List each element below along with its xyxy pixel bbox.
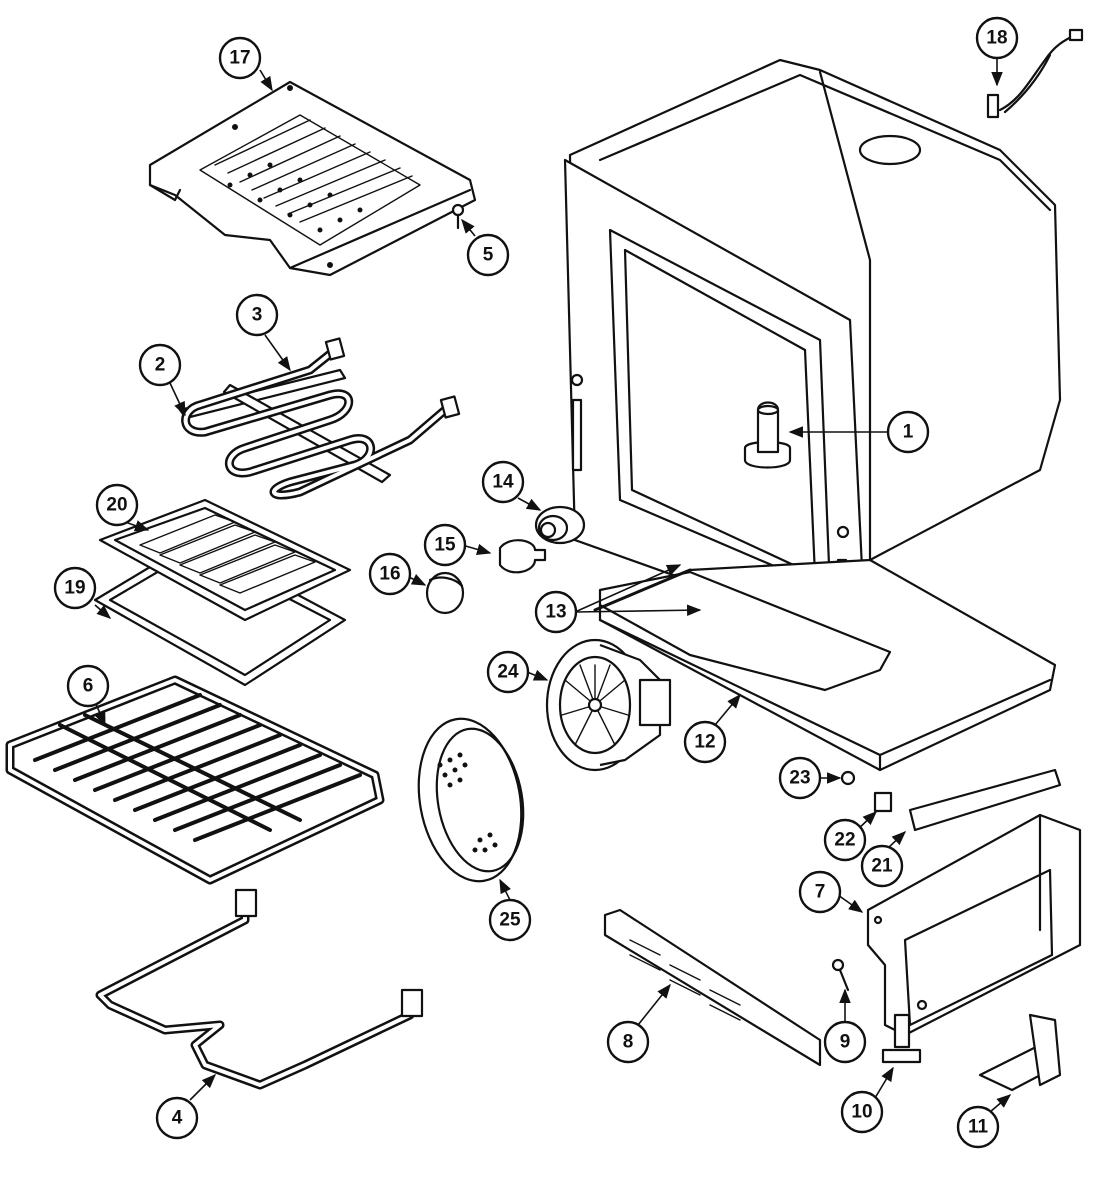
callout-17: 17: [218, 36, 262, 80]
callout-1: 1: [886, 410, 930, 454]
callout-25: 25: [488, 898, 532, 942]
callout-16: 16: [368, 552, 412, 596]
svg-text:17: 17: [229, 48, 250, 69]
svg-text:11: 11: [968, 1117, 989, 1138]
svg-text:15: 15: [434, 535, 456, 556]
svg-text:19: 19: [64, 578, 85, 599]
part-7-lower-frame: [866, 813, 1082, 1037]
svg-text:18: 18: [986, 28, 1007, 49]
svg-text:24: 24: [497, 662, 519, 683]
callout-6: 6: [66, 664, 110, 708]
part-10-leveling-leg: [881, 1013, 922, 1064]
svg-text:16: 16: [379, 564, 400, 585]
part-17-top-broil-plate: [148, 80, 477, 277]
svg-text:10: 10: [851, 1102, 872, 1123]
callout-22: 22: [823, 818, 867, 862]
callout-20: 20: [95, 483, 139, 527]
svg-text:22: 22: [834, 830, 855, 851]
part-3-broil-element: [181, 337, 461, 500]
part-14-lamp-socket: [534, 505, 586, 545]
callout-24: 24: [486, 650, 530, 694]
oven-cavity-body: [563, 58, 1062, 642]
callout-18: 18: [975, 16, 1019, 60]
callout-4: 4: [155, 1096, 199, 1140]
part-18-wire-harness: [986, 28, 1084, 119]
callout-13: 13: [534, 590, 578, 634]
svg-text:6: 6: [83, 676, 94, 697]
svg-text:20: 20: [106, 495, 127, 516]
part-25-fan-cover: [417, 717, 525, 883]
svg-text:25: 25: [499, 910, 521, 931]
svg-text:21: 21: [871, 856, 893, 877]
part-22-clip: [873, 791, 893, 813]
svg-text:3: 3: [252, 305, 263, 326]
part-21-support-bracket: [908, 768, 1062, 832]
part-20-broiler-pan-insert: [98, 498, 352, 622]
callout-14: 14: [481, 460, 525, 504]
part-24-convection-fan: [545, 638, 672, 772]
part-6-oven-rack: [5, 675, 385, 885]
svg-text:2: 2: [155, 355, 166, 376]
svg-text:14: 14: [492, 472, 514, 493]
callout-15: 15: [423, 523, 467, 567]
callout-2: 2: [138, 343, 182, 387]
part-8-toe-kick: [603, 908, 822, 1067]
svg-text:23: 23: [789, 768, 810, 789]
callout-11: 11: [956, 1105, 1000, 1149]
callout-10: 10: [840, 1090, 884, 1134]
callout-5: 5: [466, 233, 510, 277]
callout-12: 12: [683, 720, 727, 764]
svg-text:5: 5: [483, 245, 494, 266]
svg-text:8: 8: [623, 1032, 634, 1053]
callout-7: 7: [798, 870, 842, 914]
part-15-light-bulb: [498, 539, 547, 574]
svg-text:12: 12: [694, 732, 715, 753]
part-23-screw: [840, 770, 856, 786]
callout-3: 3: [235, 293, 279, 337]
part-5-screw: [451, 203, 465, 230]
svg-text:7: 7: [815, 882, 826, 903]
svg-text:4: 4: [172, 1108, 183, 1129]
callout-8: 8: [606, 1020, 650, 1064]
svg-text:1: 1: [903, 422, 914, 443]
callout-19: 19: [53, 566, 97, 610]
callout-23: 23: [778, 756, 822, 800]
part-16-lamp-cover: [425, 571, 465, 615]
callout-21: 21: [860, 844, 904, 888]
part-4-bake-element: [95, 888, 424, 1090]
part-11-anti-tip-bracket: [978, 1013, 1062, 1092]
svg-text:13: 13: [545, 602, 566, 623]
part-13-insulation: [593, 568, 892, 692]
part-9-screw: [831, 958, 850, 992]
svg-text:9: 9: [840, 1032, 851, 1053]
callout-9: 9: [823, 1020, 867, 1064]
